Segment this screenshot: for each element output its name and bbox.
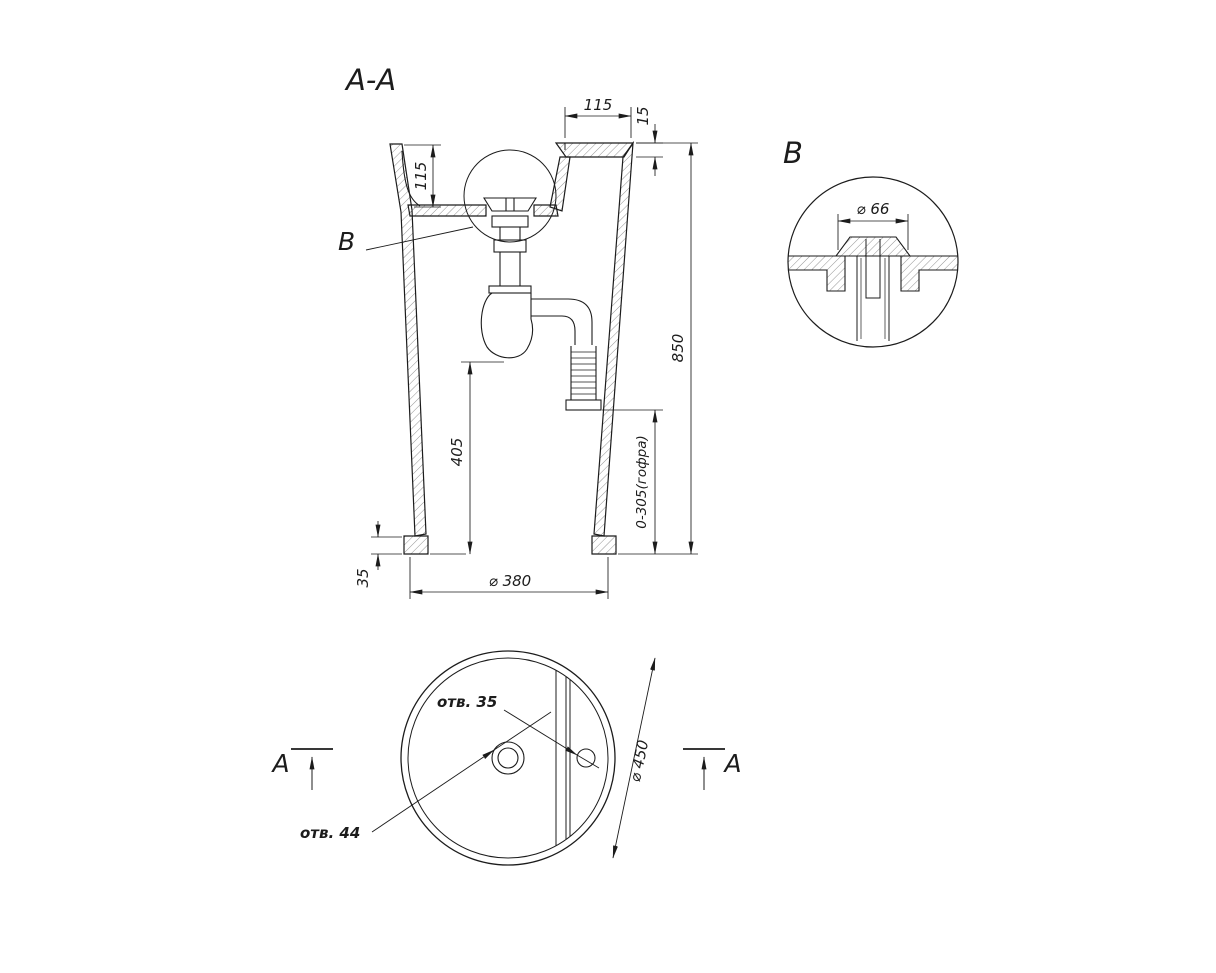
dim-base-flange-height: 35 bbox=[354, 568, 372, 587]
dim-top-ledge-width: 115 bbox=[584, 96, 613, 114]
dim-detail-diameter: ⌀ 66 bbox=[857, 200, 890, 218]
left-wall bbox=[389, 143, 427, 537]
detail-view-b: B ⌀ 66 bbox=[783, 136, 959, 348]
detail-drain-flange bbox=[834, 236, 912, 257]
plan-rim-circle bbox=[407, 657, 609, 859]
detail-callout-leader bbox=[365, 226, 474, 251]
detail-view-title: B bbox=[783, 136, 803, 170]
detail-slab-right bbox=[900, 255, 958, 292]
plan-overflow-hole bbox=[576, 748, 596, 768]
dim-base-diameter: ⌀ 380 bbox=[489, 572, 531, 590]
drain-flange bbox=[483, 197, 537, 212]
bottle-trap bbox=[480, 292, 534, 359]
basin-floor-left bbox=[407, 204, 487, 217]
drain-nut bbox=[491, 215, 529, 228]
elbow-outer bbox=[567, 298, 593, 345]
drain-assembly bbox=[480, 197, 602, 411]
plan-view: отв. 35 отв. 44 ⌀ 450 A A bbox=[270, 650, 742, 866]
detail-slab-left bbox=[788, 255, 846, 292]
plan-leaders bbox=[371, 657, 656, 859]
corrugation-ticks bbox=[571, 351, 596, 395]
section-title: A-A bbox=[344, 63, 396, 97]
hose-end-cap bbox=[565, 399, 602, 411]
dim-plan-diameter: ⌀ 450 bbox=[626, 738, 652, 783]
label-drain-hole: отв. 44 bbox=[300, 824, 360, 842]
detail-callout-label: B bbox=[338, 227, 355, 256]
dim-ledge-thickness: 15 bbox=[634, 106, 652, 125]
plan-channel-lines bbox=[555, 658, 571, 858]
right-foot bbox=[591, 535, 617, 555]
dim-overall-height: 850 bbox=[669, 334, 687, 363]
deck bbox=[554, 142, 635, 158]
detail-circle bbox=[463, 149, 557, 243]
tailpipe-coupling bbox=[493, 239, 527, 253]
plan-drain-inner bbox=[497, 747, 519, 769]
section-arrow-label-left: A bbox=[270, 749, 289, 778]
pedestal-walls bbox=[389, 140, 635, 555]
dim-hose-range: 0-305(гофра) bbox=[634, 435, 650, 529]
left-foot bbox=[403, 535, 429, 555]
detail-content bbox=[788, 236, 958, 341]
basin-right-wall bbox=[549, 156, 571, 212]
section-arrow-label-right: A bbox=[722, 749, 741, 778]
dim-drain-height: 405 bbox=[448, 438, 466, 467]
section-view-a-a: A-A bbox=[338, 63, 698, 599]
detail-dimension-lines bbox=[837, 214, 909, 250]
right-wall bbox=[593, 140, 634, 537]
plan-drain-outer bbox=[491, 741, 525, 775]
cutting-plane-marks bbox=[291, 748, 725, 790]
bowl-curve bbox=[401, 150, 421, 207]
elbow-inner bbox=[561, 315, 576, 345]
dim-basin-depth: 115 bbox=[412, 162, 430, 191]
label-overflow-hole: отв. 35 bbox=[437, 693, 497, 711]
section-dimension-lines bbox=[371, 107, 698, 599]
detail-screw-shank bbox=[865, 255, 881, 299]
trap-cap bbox=[488, 285, 532, 294]
